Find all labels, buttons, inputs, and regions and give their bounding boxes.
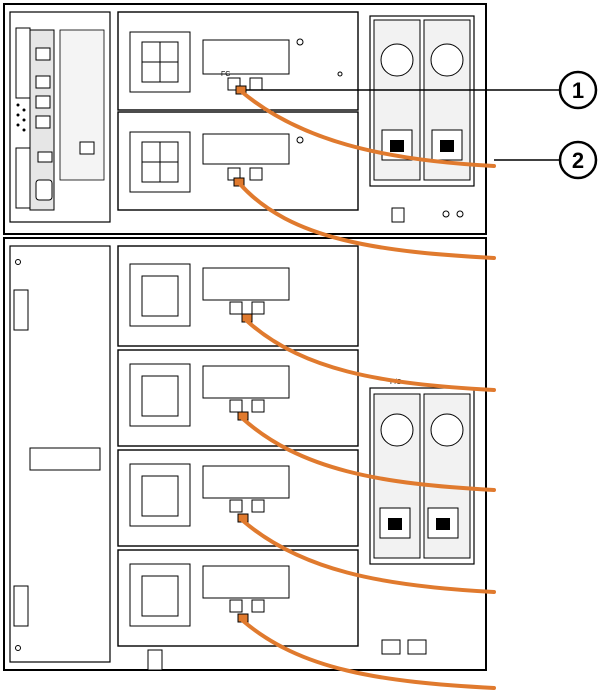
- fan-grille-icon: [129, 563, 191, 627]
- cable-upper-2: [238, 182, 496, 260]
- lower-drive-3: [117, 449, 359, 547]
- callout-2: 2: [494, 140, 598, 180]
- callout-1: 1: [246, 70, 598, 110]
- ethernet-port-icon: [35, 95, 51, 109]
- fan-grille-icon: [129, 363, 191, 427]
- ethernet-port-icon: [35, 75, 51, 89]
- cable-lower-3: [240, 518, 496, 594]
- upper-module: FC: [3, 3, 487, 235]
- lower-drive-1: [117, 245, 359, 347]
- fan-grille-icon: [380, 413, 414, 447]
- cable-upper-1: [240, 90, 496, 168]
- callout-2-label: 2: [572, 148, 584, 173]
- serial-port-icon: [35, 179, 53, 201]
- cable-lower-1: [244, 318, 496, 392]
- callout-1-label: 1: [572, 78, 584, 103]
- fan-grille-icon: [380, 43, 414, 77]
- fan-grille-icon: [129, 263, 191, 327]
- fan-grille-icon: [430, 43, 464, 77]
- cable-lower-4: [240, 618, 496, 690]
- fan-grille-icon: [129, 463, 191, 527]
- lower-drive-4: [117, 549, 359, 647]
- lower-power-supplies: [369, 387, 475, 565]
- fc-port-b: [249, 77, 263, 91]
- cable-lower-2: [240, 416, 496, 492]
- lower-module: P/S: [3, 237, 487, 671]
- fan-grille-icon: [430, 413, 464, 447]
- upper-drive-2: [117, 111, 359, 211]
- lower-drive-2: [117, 349, 359, 447]
- upper-drive-1: FC: [117, 11, 359, 111]
- library-control-module: [9, 11, 111, 223]
- fc-cables: [238, 90, 496, 690]
- ethernet-port-icon: [35, 115, 51, 129]
- connector-label: FC: [221, 71, 230, 78]
